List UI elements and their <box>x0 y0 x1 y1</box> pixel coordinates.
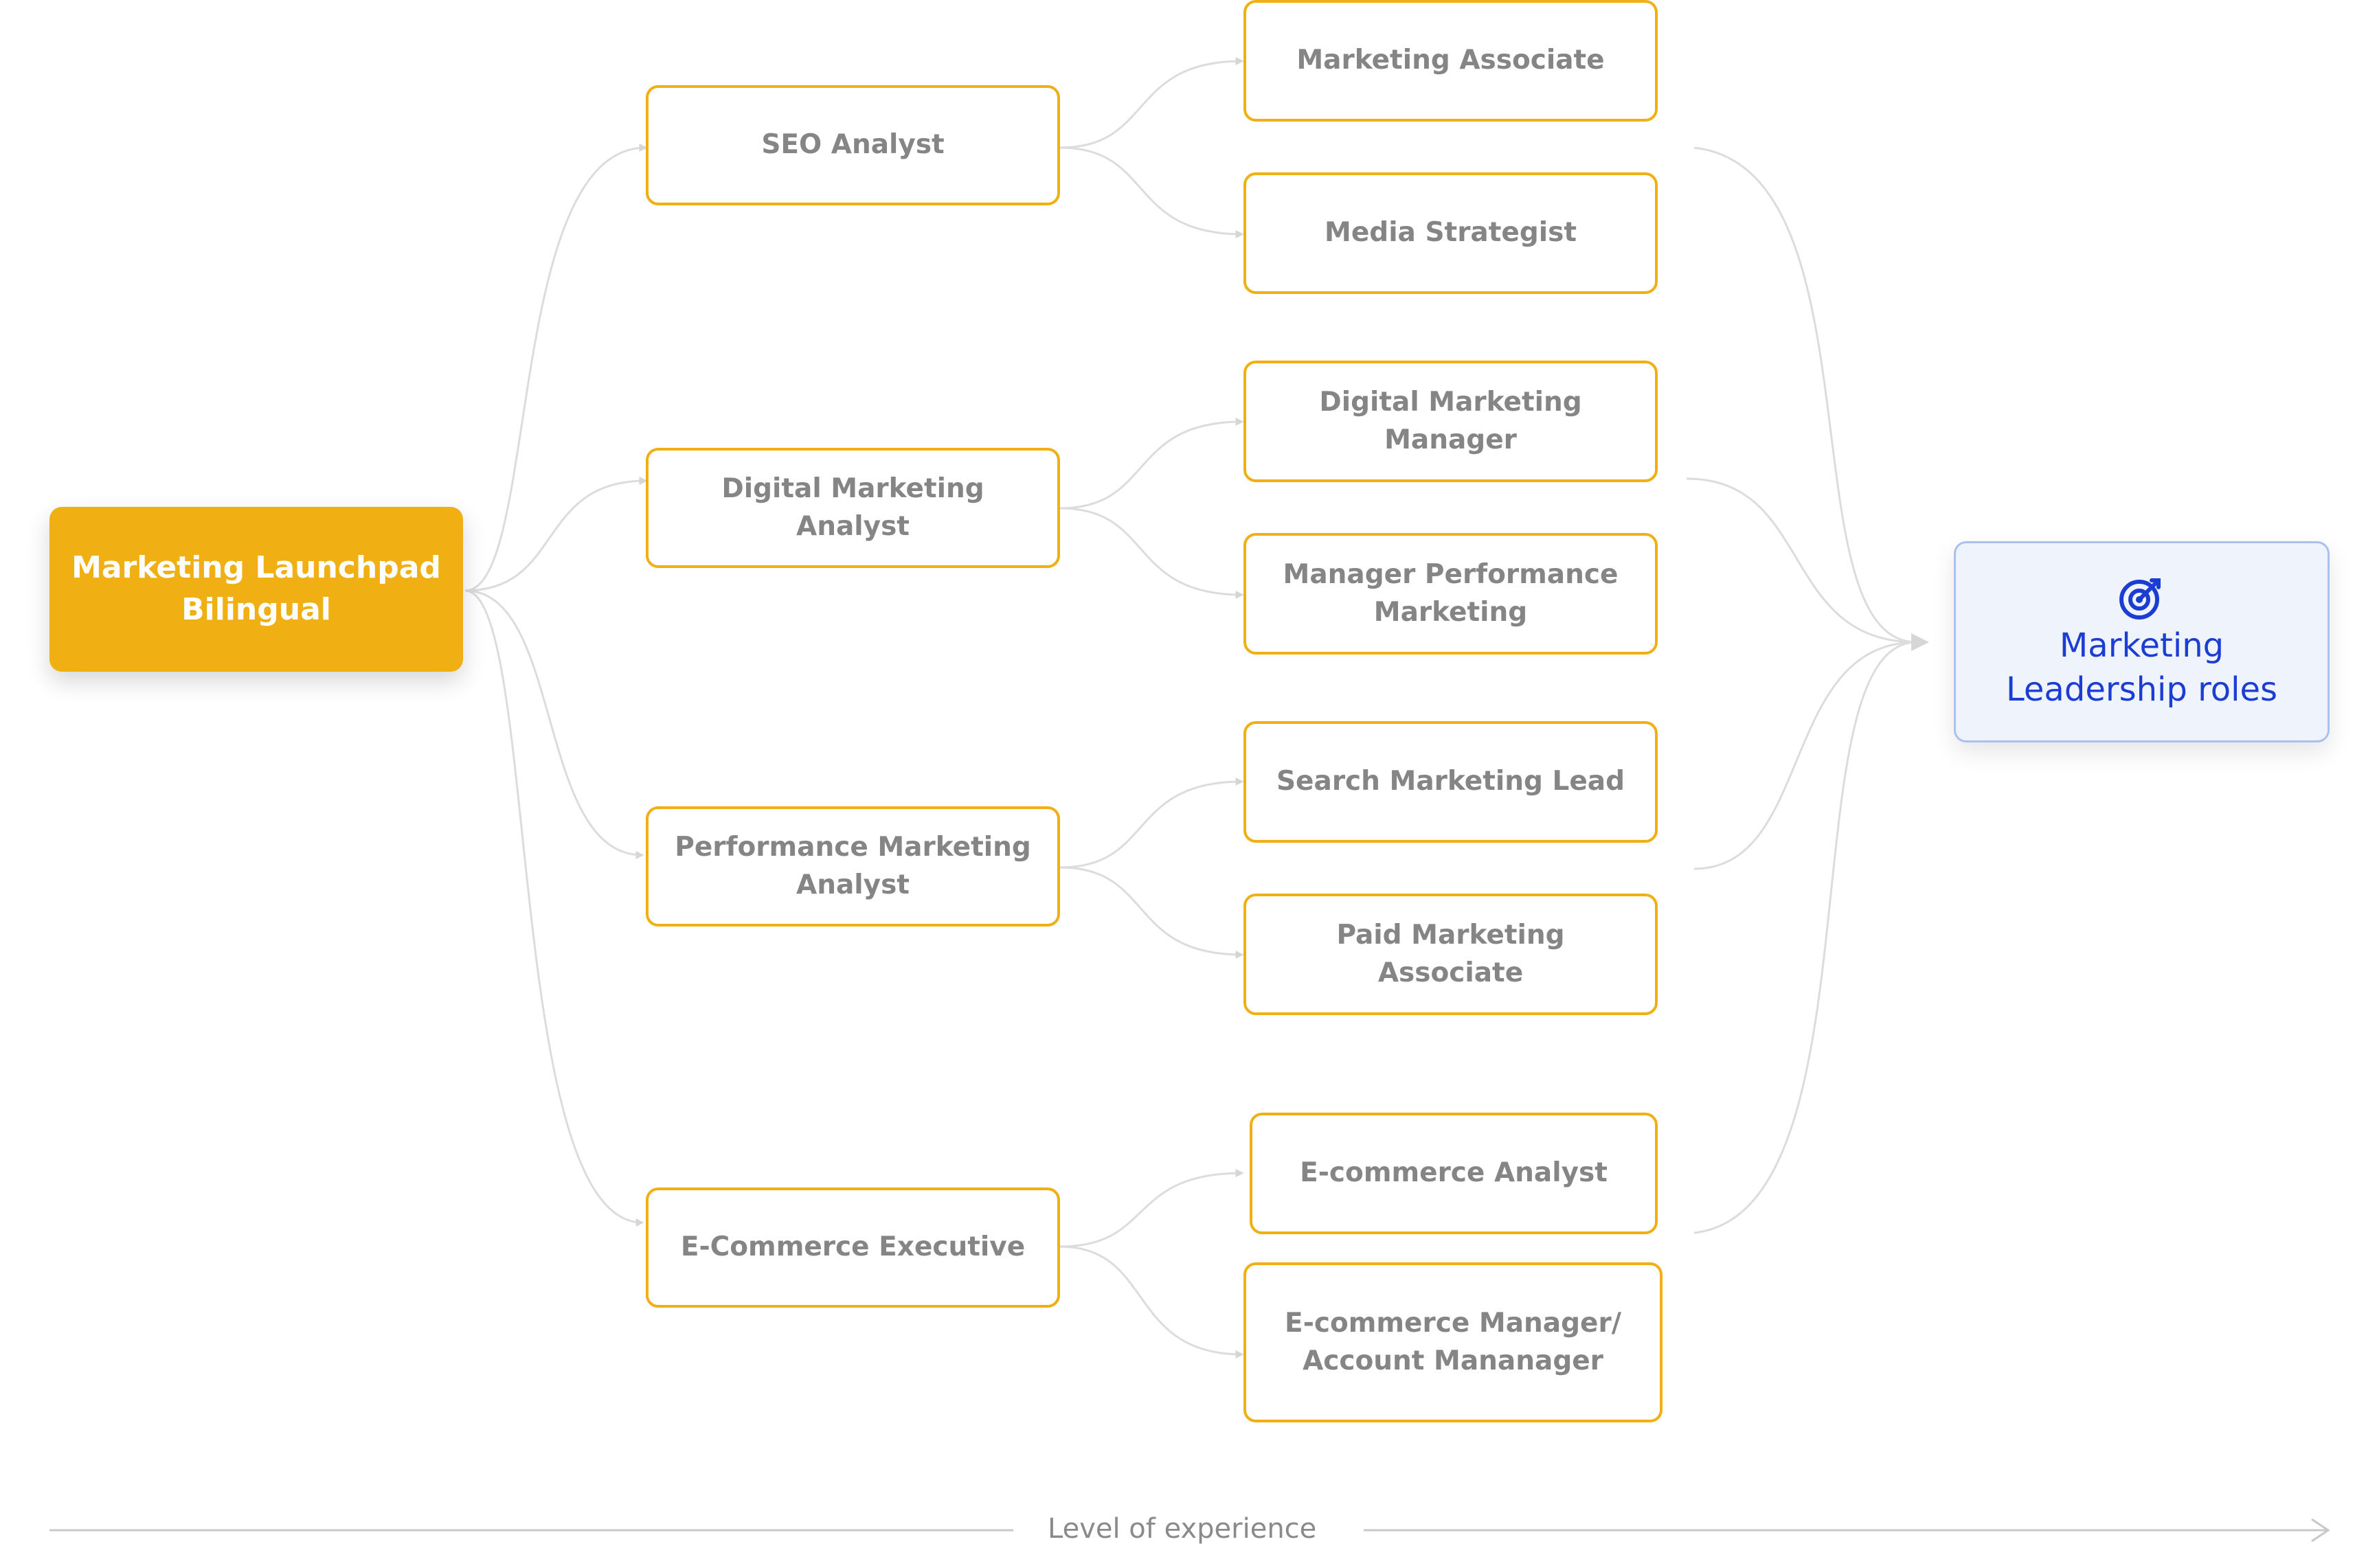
node-digital-marketing-manager: Digital Marketing Manager <box>1243 361 1658 482</box>
connector-seo-media-strategist <box>1059 146 1244 238</box>
node-search-marketing-lead: Search Marketing Lead <box>1243 721 1658 843</box>
axis-label-level-of-experience: Level of experience <box>1048 1513 1317 1545</box>
goal-node-label: Marketing Leadership roles <box>2006 626 2277 709</box>
connector-root-performance <box>464 589 644 859</box>
node-label: Paid Marketing Associate <box>1336 919 1565 988</box>
connector-performance-search-lead <box>1059 777 1244 869</box>
connector-ecommerce-analyst <box>1059 1169 1244 1248</box>
node-digital-marketing-analyst: Digital Marketing Analyst <box>646 448 1060 568</box>
node-marketing-associate: Marketing Associate <box>1243 0 1658 122</box>
root-node-label: Marketing Launchpad Bilingual <box>71 550 441 627</box>
axis-arrow-head <box>2311 1518 2330 1543</box>
node-label: E-Commerce Executive <box>680 1231 1026 1263</box>
node-performance-marketing-analyst: Performance Marketing Analyst <box>646 806 1060 927</box>
connector-to-goal-3 <box>1693 641 1917 870</box>
connector-digital-performance-manager <box>1059 507 1244 599</box>
goal-node-marketing-leadership: Marketing Leadership roles <box>1954 541 2330 742</box>
node-label: Marketing Associate <box>1296 45 1605 76</box>
node-paid-marketing-associate: Paid Marketing Associate <box>1243 894 1658 1015</box>
connector-root-seo <box>464 144 648 592</box>
node-ecommerce-executive: E-Commerce Executive <box>646 1188 1060 1308</box>
connector-performance-paid-associate <box>1059 866 1244 959</box>
node-label: SEO Analyst <box>761 129 945 161</box>
node-label: Media Strategist <box>1325 217 1577 249</box>
connector-ecommerce-manager <box>1059 1245 1244 1359</box>
root-node-marketing-launchpad: Marketing Launchpad Bilingual <box>49 507 463 672</box>
target-icon <box>2119 578 2161 620</box>
node-label: Performance Marketing Analyst <box>675 831 1031 900</box>
connector-digital-manager <box>1059 418 1244 510</box>
connector-seo-marketing-associate <box>1059 57 1244 149</box>
node-media-strategist: Media Strategist <box>1243 172 1658 294</box>
connector-to-goal-2 <box>1686 477 1917 644</box>
connector-root-digital-analyst <box>464 477 648 592</box>
node-ecommerce-manager: E-commerce Manager/ Account Mananager <box>1243 1262 1663 1422</box>
node-label: Digital Marketing Analyst <box>721 473 984 542</box>
node-ecommerce-analyst: E-commerce Analyst <box>1250 1113 1658 1234</box>
node-label: Search Marketing Lead <box>1276 766 1625 797</box>
node-manager-performance-marketing: Manager Performance Marketing <box>1243 533 1658 655</box>
node-seo-analyst: SEO Analyst <box>646 85 1060 205</box>
connector-to-goal-1 <box>1693 146 1917 644</box>
node-label: Digital Marketing Manager <box>1319 386 1582 455</box>
connector-root-ecommerce <box>464 589 644 1227</box>
node-label: E-commerce Analyst <box>1300 1157 1608 1189</box>
node-label: Manager Performance Marketing <box>1283 558 1619 628</box>
connector-to-goal-4 <box>1693 641 1917 1234</box>
goal-arrow-head <box>1911 633 1929 651</box>
node-label: E-commerce Manager/ Account Mananager <box>1285 1307 1621 1376</box>
